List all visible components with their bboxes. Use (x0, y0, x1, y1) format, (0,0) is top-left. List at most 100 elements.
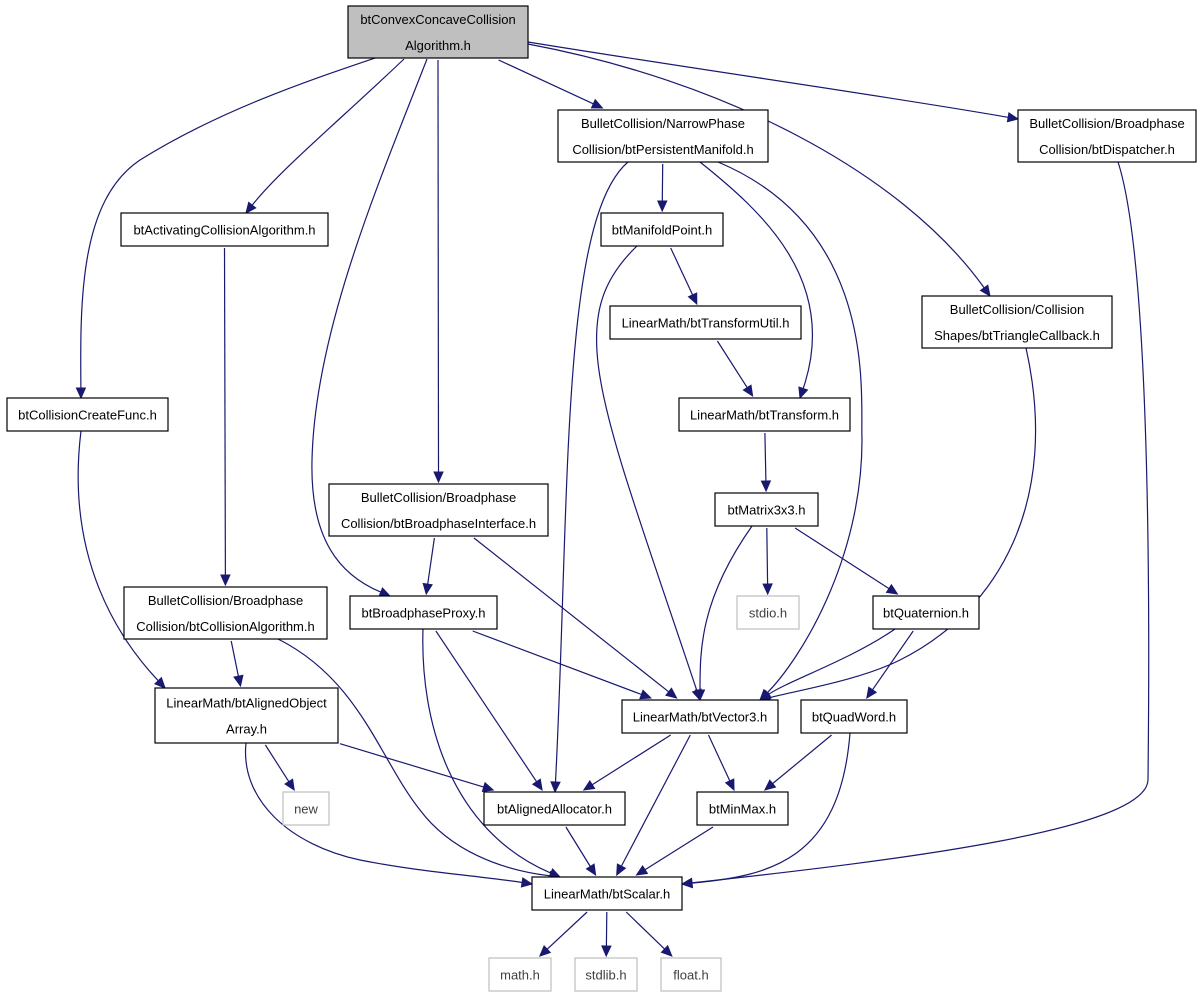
edge-arrowhead (665, 687, 678, 699)
edge-line (498, 59, 594, 105)
edge-line (591, 734, 672, 786)
node-manifoldpt[interactable]: btManifoldPoint.h (600, 212, 724, 247)
edge-bpproxy-to-vector3 (472, 630, 652, 700)
node-persist[interactable]: BulletCollision/NarrowPhaseCollision/btP… (557, 109, 769, 163)
edge-vector3-to-scalar (616, 734, 691, 877)
node-matrix[interactable]: btMatrix3x3.h (714, 492, 819, 527)
node-quadword[interactable]: btQuadWord.h (800, 699, 908, 734)
edge-arrowhead (635, 864, 649, 876)
edge-arrowhead (724, 778, 735, 792)
edge-line (77, 430, 159, 682)
edge-arrowhead (885, 583, 899, 595)
edge-bpproxy-to-allocator (435, 630, 543, 792)
node-label: LinearMath/btTransform.h (690, 408, 839, 423)
node-bpinterface[interactable]: BulletCollision/BroadphaseCollision/btBr… (328, 483, 549, 537)
node-vector3[interactable]: LinearMath/btVector3.h (621, 699, 779, 734)
edge-line (794, 527, 890, 590)
edge-line (422, 628, 552, 874)
node-box (714, 492, 819, 527)
edge-line (80, 56, 379, 389)
edge-vector3-to-minmax (707, 734, 735, 792)
node-stdio: stdio.h (736, 595, 800, 630)
edge-arrowhead (539, 944, 552, 957)
node-box (349, 595, 498, 630)
edge-arrowhead (481, 781, 495, 792)
edge-root-to-activating (245, 58, 405, 214)
node-box (800, 699, 908, 734)
edge-matrix-to-stdio (762, 527, 773, 596)
edge-line (691, 161, 1150, 884)
edge-arrowhead (742, 384, 754, 398)
node-box (678, 397, 851, 432)
node-transform[interactable]: LinearMath/btTransform.h (678, 397, 851, 432)
node-label: Shapes/btTriangleCallback.h (934, 328, 1100, 343)
edge-line (644, 826, 714, 871)
edge-line (244, 742, 523, 884)
node-createfunc[interactable]: btCollisionCreateFunc.h (6, 397, 169, 432)
node-collalgo[interactable]: BulletCollision/BroadphaseCollision/btCo… (123, 586, 328, 640)
edge-bpinterface-to-vector3 (473, 537, 678, 699)
edge-line (670, 247, 694, 296)
node-box (621, 699, 779, 734)
node-transformutil[interactable]: LinearMath/btTransformUtil.h (609, 305, 802, 340)
node-activating[interactable]: btActivatingCollisionAlgorithm.h (120, 212, 329, 247)
node-box (488, 957, 552, 992)
node-box (531, 876, 683, 911)
edge-manifoldpt-to-transformutil (670, 247, 698, 306)
edge-line (772, 734, 832, 785)
edge-line (251, 58, 405, 206)
node-box (609, 305, 802, 340)
edge-scalar-to-stdlib (601, 911, 612, 958)
edge-arrowhead (798, 386, 809, 400)
edge-line (620, 734, 691, 867)
edge-alignedarray-to-scalar (244, 742, 534, 888)
edge-line (437, 59, 440, 473)
edge-line (767, 628, 896, 695)
node-label: btQuaternion.h (883, 606, 969, 621)
node-allocator[interactable]: btAlignedAllocator.h (483, 791, 626, 826)
node-box (660, 957, 722, 992)
edge-arrowhead (979, 284, 991, 297)
node-scalar[interactable]: LinearMath/btScalar.h (531, 876, 683, 911)
edge-arrowhead (548, 867, 562, 878)
edge-line (546, 911, 588, 950)
edge-line (691, 732, 851, 884)
edge-arrowhead (233, 674, 244, 688)
node-label: LinearMath/btTransformUtil.h (622, 316, 790, 331)
edge-arrowhead (601, 945, 612, 958)
edge-line (717, 161, 863, 694)
edge-arrowhead (582, 779, 596, 791)
node-trianglecb[interactable]: BulletCollision/CollisionShapes/btTriang… (921, 295, 1113, 349)
node-quaternion[interactable]: btQuaternion.h (872, 595, 980, 630)
edge-arrowhead (590, 98, 604, 109)
edge-line (339, 743, 484, 788)
edge-arrowhead (866, 686, 878, 700)
node-label: LinearMath/btAlignedObject (166, 696, 327, 711)
edge-line (769, 347, 1037, 699)
node-dispatcher[interactable]: BulletCollision/BroadphaseCollision/btDi… (1017, 109, 1197, 163)
edge-line (766, 527, 769, 585)
edge-vector3-to-allocator (582, 734, 672, 791)
node-label: btMatrix3x3.h (727, 503, 805, 518)
edge-line (230, 640, 239, 677)
edge-allocator-to-scalar (565, 826, 597, 877)
node-label: math.h (500, 968, 540, 983)
edge-root-to-dispatcher (527, 41, 1020, 123)
edge-quaternion-to-vector3 (758, 628, 896, 701)
node-box (696, 791, 789, 826)
edges-layer (75, 41, 1150, 958)
node-label: btConvexConcaveCollision (360, 12, 515, 27)
node-label: btQuadWord.h (812, 710, 896, 725)
node-label: BulletCollision/Broadphase (361, 490, 516, 505)
node-label: BulletCollision/Collision (950, 302, 1084, 317)
edge-bpinterface-to-bpproxy (422, 537, 435, 596)
node-minmax[interactable]: btMinMax.h (696, 791, 789, 826)
edge-arrowhead (762, 583, 773, 596)
node-box (600, 212, 724, 247)
node-box (328, 483, 549, 537)
edge-line (311, 58, 428, 593)
edge-quadword-to-minmax (763, 734, 832, 791)
node-bpproxy[interactable]: btBroadphaseProxy.h (349, 595, 498, 630)
